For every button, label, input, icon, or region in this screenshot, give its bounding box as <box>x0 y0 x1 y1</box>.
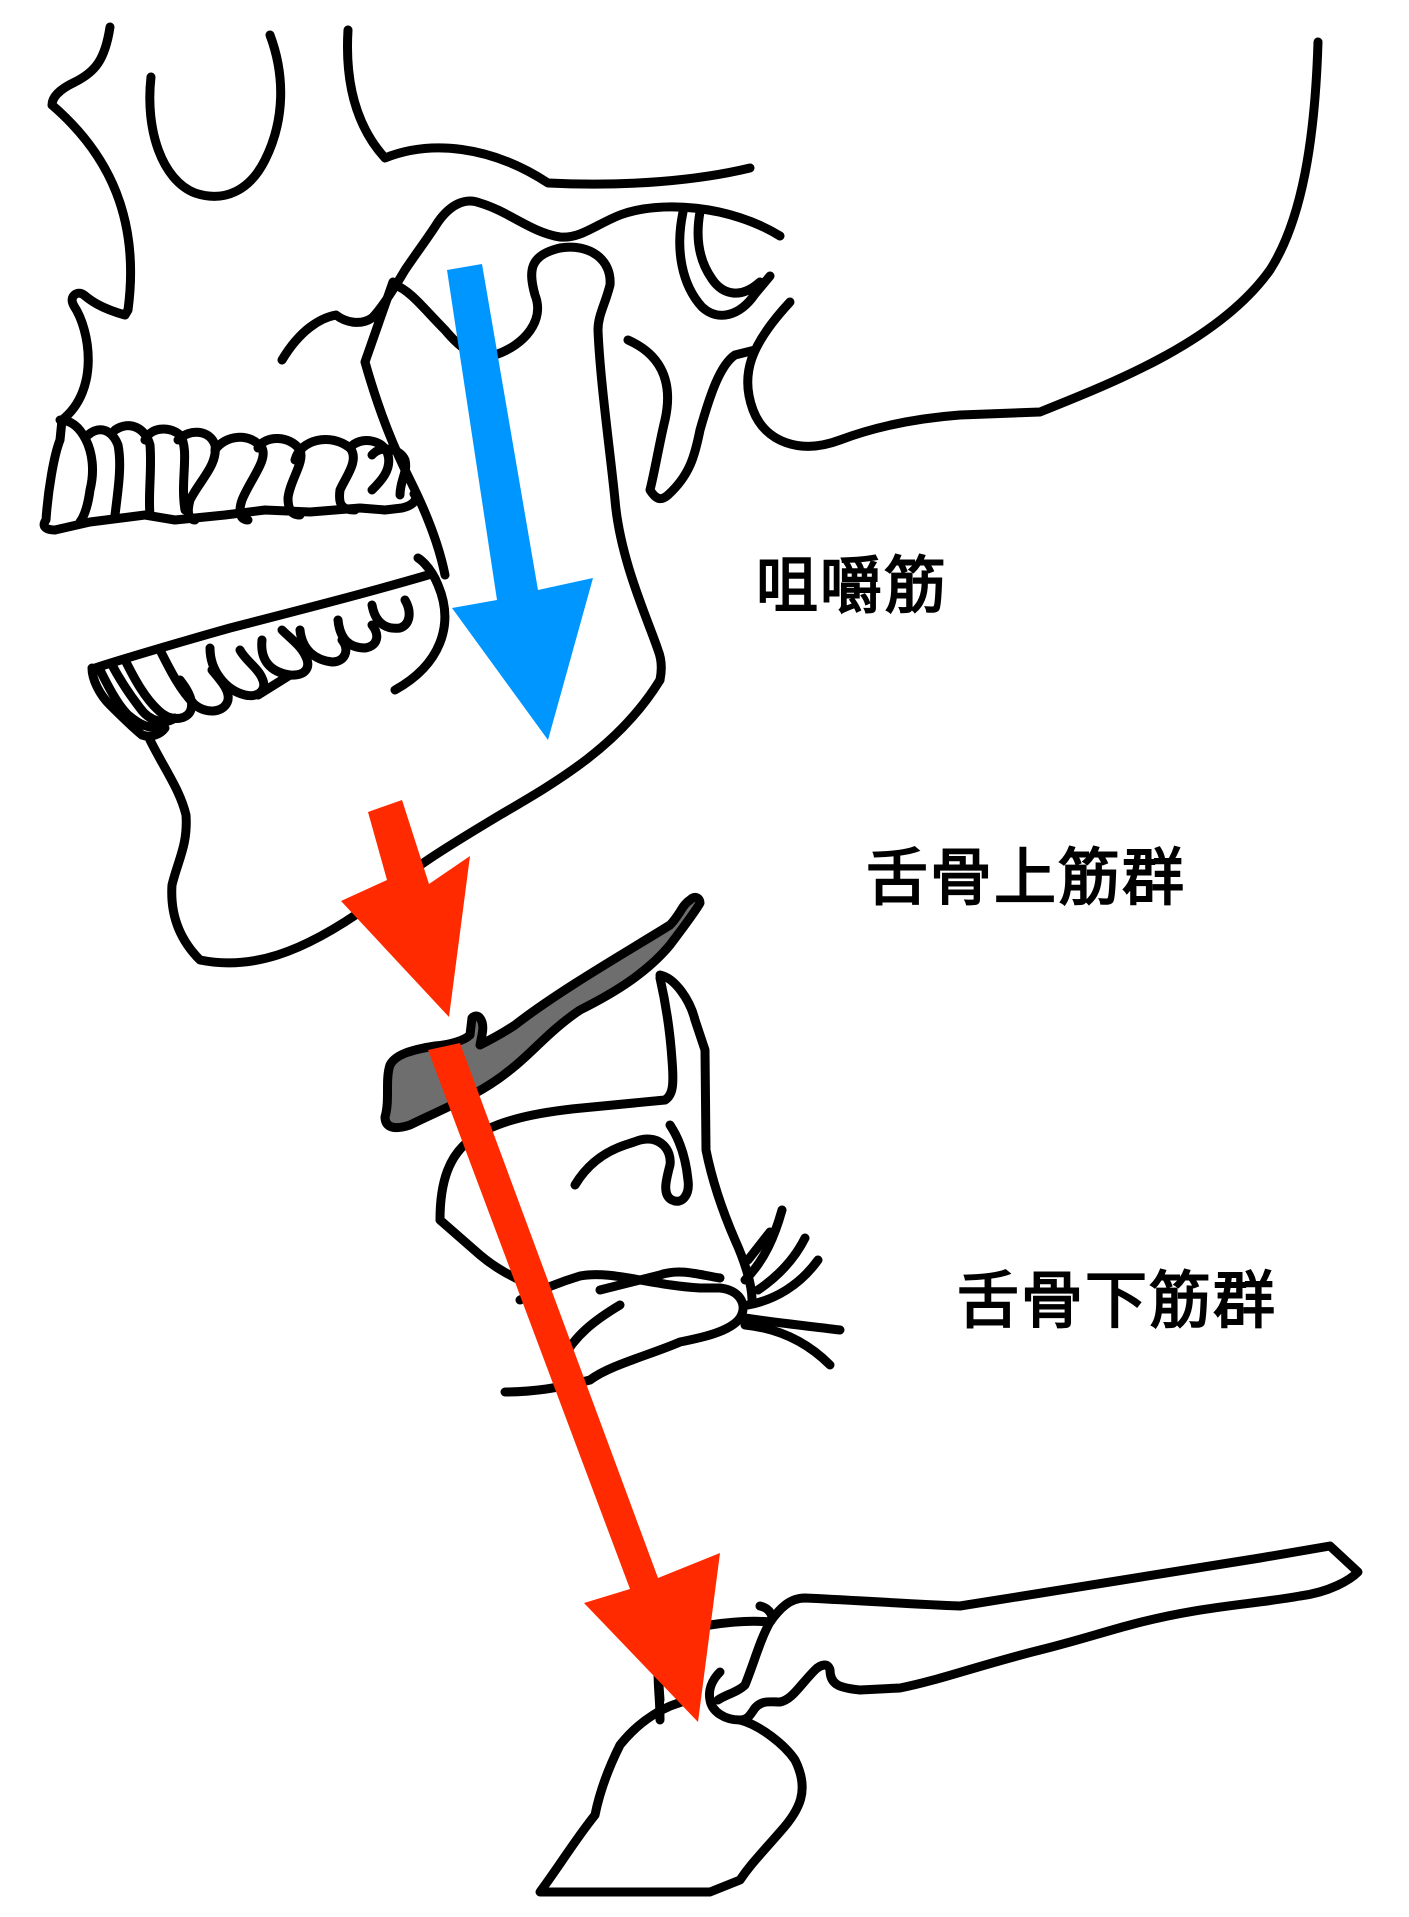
lower-teeth <box>92 575 428 736</box>
suprahyoid-label: 舌骨上筋群 <box>866 827 1186 917</box>
suprahyoid-arrow <box>341 800 470 1017</box>
upper-teeth <box>60 420 406 522</box>
masseter-label: 咀嚼筋 <box>756 535 948 625</box>
masseter-arrow <box>447 264 593 740</box>
infrahyoid-label: 舌骨下筋群 <box>957 1250 1277 1340</box>
skull-icon <box>44 27 1318 963</box>
